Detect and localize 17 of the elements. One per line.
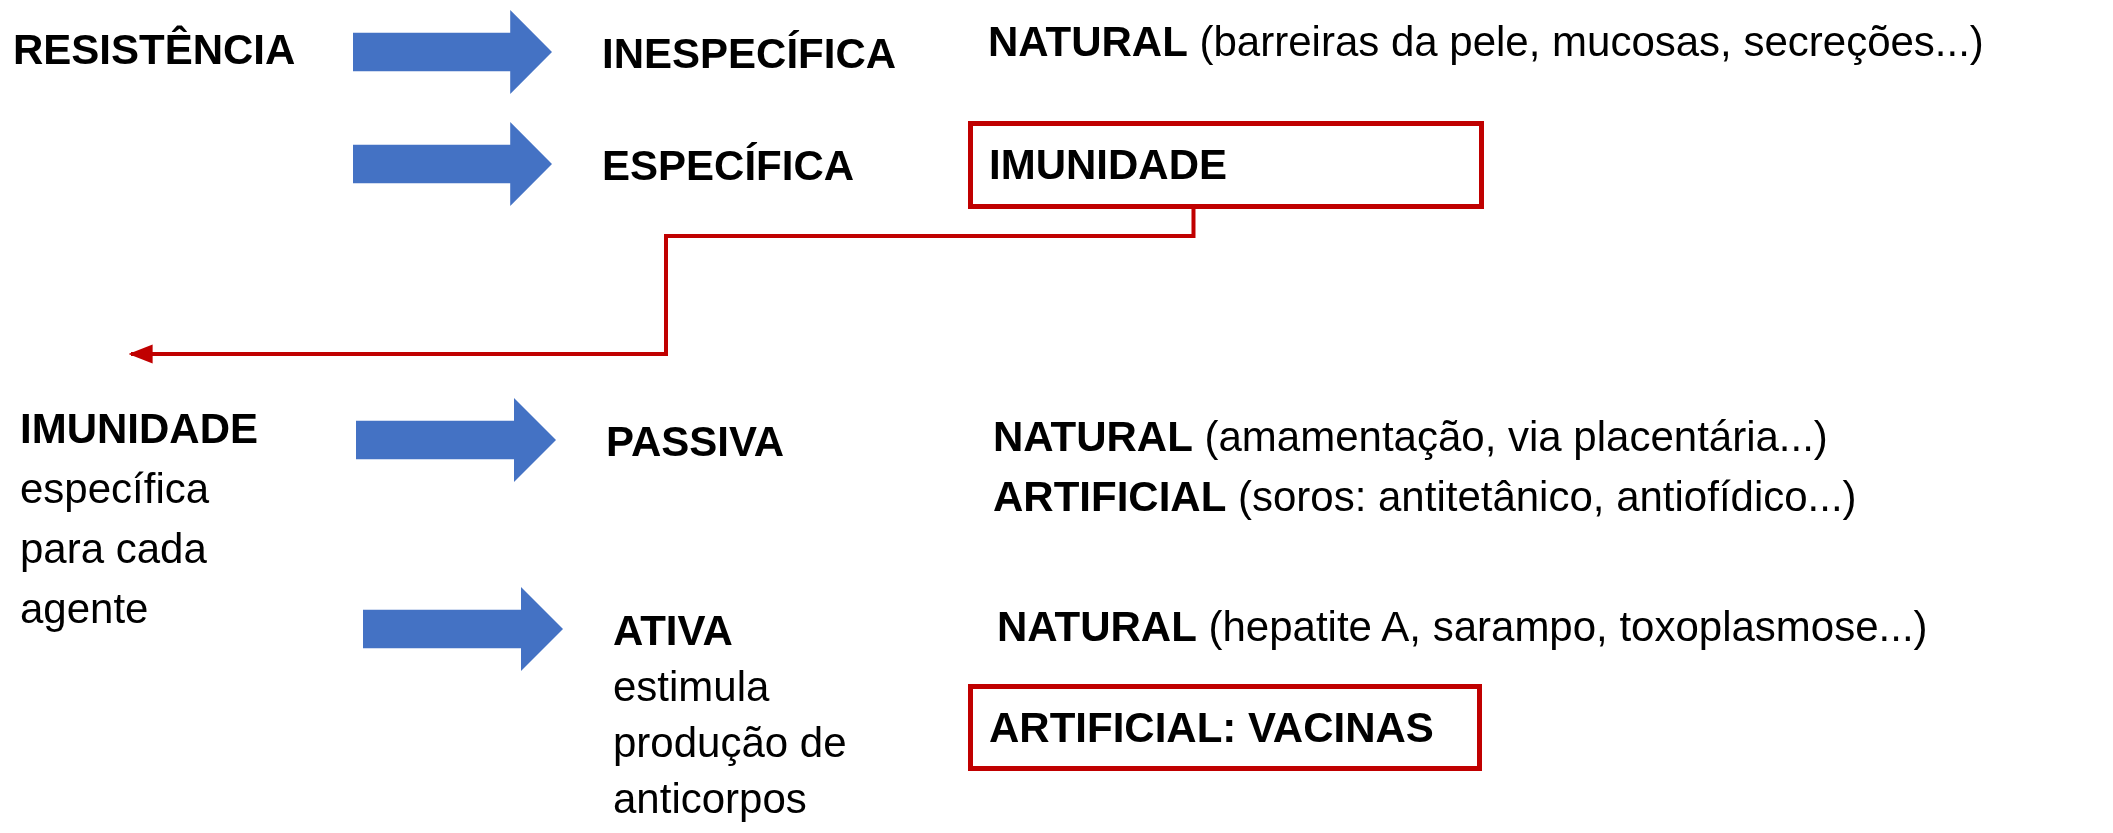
- block-arrow: [356, 398, 556, 482]
- connector-arrow: [128, 209, 1196, 364]
- category-label: INESPECÍFICA: [602, 24, 897, 84]
- block-arrow: [353, 122, 552, 206]
- category-label: IMUNIDADE específica para cada agente: [20, 354, 270, 639]
- block-arrow: [353, 10, 552, 94]
- category-label: ESPECÍFICA: [602, 136, 855, 196]
- heading-text: RESISTÊNCIA: [13, 20, 313, 80]
- category-label: ATIVA estimula produção de anticorpos: [613, 603, 933, 827]
- description-text: NATURAL (barreiras da pele, mucosas, secreções...): [988, 17, 1984, 67]
- category-label: PASSIVA: [606, 412, 785, 472]
- highlight-box: ARTIFICIAL: VACINAS: [968, 684, 1482, 771]
- description-text: ARTIFICIAL (soros: antitetânico, antiofídico...): [993, 472, 1857, 522]
- description-text: NATURAL (amamentação, via placentária...): [993, 412, 1828, 462]
- description-text: NATURAL (hepatite A, sarampo, toxoplasmose...): [997, 602, 1928, 652]
- highlight-box: IMUNIDADE: [968, 121, 1484, 209]
- block-arrow: [363, 587, 563, 671]
